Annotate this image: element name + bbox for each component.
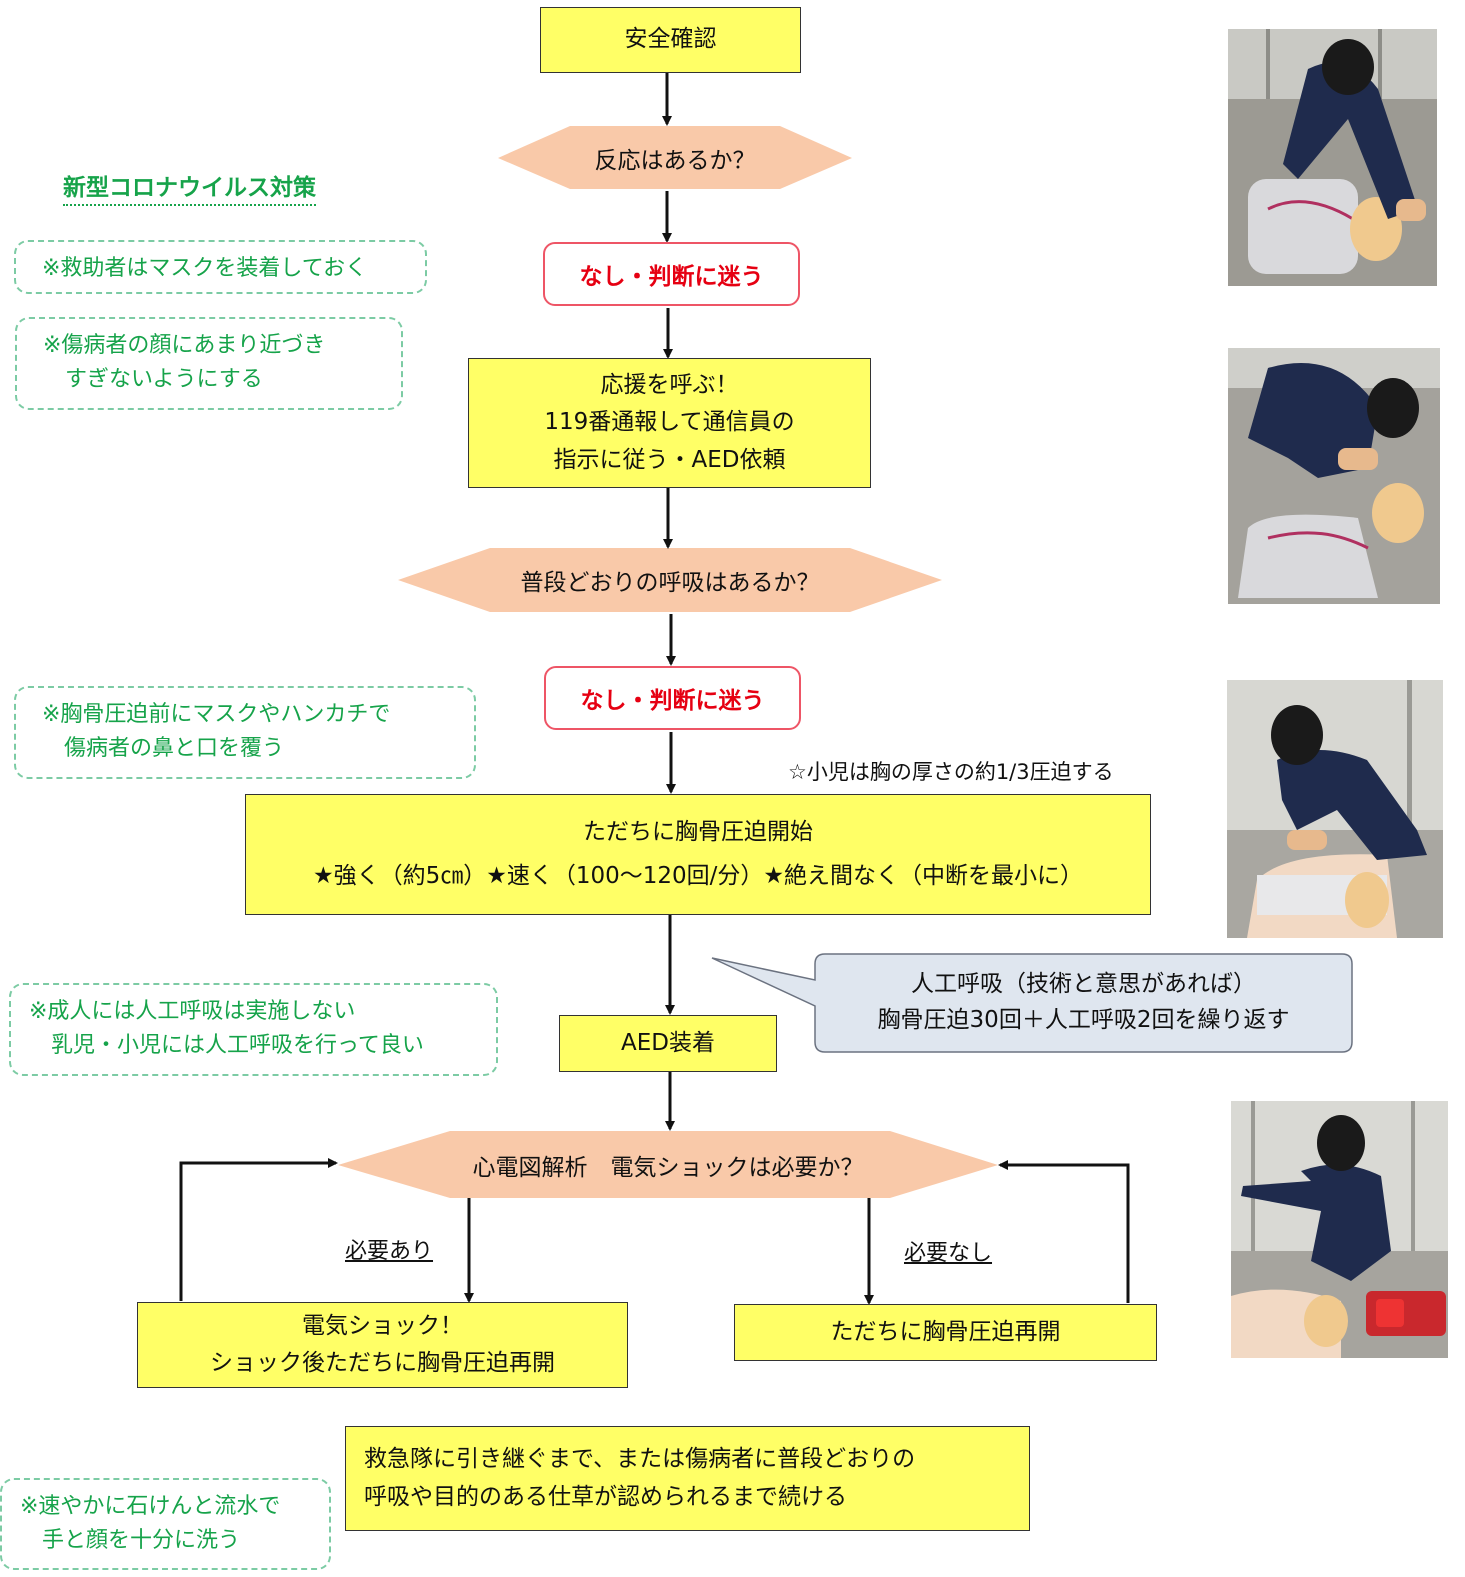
- note2-line2: すぎないようにする: [43, 367, 263, 393]
- call-help-line2: 119番通報して通信員の: [544, 409, 795, 436]
- label-need-yes: 必要あり: [345, 1239, 434, 1264]
- loop-right: [998, 1160, 1130, 1303]
- box-none-1: なし・判断に迷う: [543, 242, 800, 306]
- note2-line1: ※傷病者の顔にあまり近づき: [43, 333, 326, 358]
- box-safety-check: 安全確認: [540, 7, 801, 73]
- aed-label: AED装着: [621, 1029, 715, 1056]
- note5-line1: ※速やかに石けんと流水で: [20, 1494, 281, 1519]
- compression-detail: ★強く（約5㎝）★速く（100～120回/分）★絶え間なく（中断を最小に）: [312, 862, 1084, 889]
- note1-text: ※救助者はマスクを装着しておく: [42, 256, 368, 281]
- covid-note-cover: ※胸骨圧迫前にマスクやハンカチで 傷病者の鼻と口を覆う: [14, 686, 476, 779]
- loop-left: [179, 1158, 338, 1301]
- diamond-breathing: [398, 548, 942, 612]
- callout-line1: 人工呼吸（技術と意思があれば）: [911, 971, 1256, 998]
- box-shock: 電気ショック！ ショック後ただちに胸骨圧迫再開: [137, 1302, 628, 1388]
- covid-note-wash: ※速やかに石けんと流水で 手と顔を十分に洗う: [0, 1478, 331, 1570]
- box-resume: ただちに胸骨圧迫再開: [734, 1304, 1157, 1361]
- note3-line1: ※胸骨圧迫前にマスクやハンカチで: [42, 702, 391, 727]
- box-compression: ただちに胸骨圧迫開始 ★強く（約5㎝）★速く（100～120回/分）★絶え間なく…: [245, 794, 1151, 915]
- safety-label: 安全確認: [624, 26, 717, 53]
- shock-line1: 電気ショック！: [302, 1312, 463, 1339]
- callout-line2: 胸骨圧迫30回＋人工呼吸2回を繰り返す: [877, 1007, 1290, 1033]
- box-continue: 救急隊に引き継ぐまで、または傷病者に普段どおりの 呼吸や目的のある仕草が認められ…: [345, 1426, 1030, 1531]
- box-call-help: 応援を呼ぶ！ 119番通報して通信員の 指示に従う・AED依頼: [468, 358, 871, 488]
- covid-title: 新型コロナウイルス対策: [63, 168, 316, 206]
- shock-line2: ショック後ただちに胸骨圧迫再開: [210, 1350, 555, 1376]
- diamond-response: [498, 126, 852, 189]
- compression-title: ただちに胸骨圧迫開始: [583, 818, 813, 845]
- note4-line1: ※成人には人工呼吸は実施しない: [29, 999, 356, 1024]
- continue-line2: 呼吸や目的のある仕草が認められるまで続ける: [364, 1483, 847, 1510]
- box-aed: AED装着: [559, 1015, 777, 1072]
- covid-note-mask: ※救助者はマスクを装着しておく: [14, 240, 427, 294]
- photo-check-response: [1228, 29, 1437, 286]
- none2-label: なし・判断に迷う: [580, 688, 765, 714]
- covid-note-distance: ※傷病者の顔にあまり近づき すぎないようにする: [15, 317, 403, 410]
- q-breathing: 普段どおりの呼吸はあるか？: [520, 570, 820, 596]
- note4-line2: 乳児・小児には人工呼吸を行って良い: [29, 1033, 424, 1059]
- resume-label: ただちに胸骨圧迫再開: [830, 1318, 1061, 1345]
- q-response: 反応はあるか？: [594, 147, 756, 174]
- call-help-line3: 指示に従う・AED依頼: [553, 446, 786, 473]
- note3-line2: 傷病者の鼻と口を覆う: [42, 736, 285, 762]
- q-ecg: 心電図解析 電気ショックは必要か？: [472, 1154, 864, 1181]
- callout-rescue-breathing: 人工呼吸（技術と意思があれば） 胸骨圧迫30回＋人工呼吸2回を繰り返す: [815, 954, 1352, 1052]
- photo-aed: [1231, 1101, 1448, 1358]
- label-need-no: 必要なし: [904, 1241, 993, 1266]
- photo-call-help: [1228, 348, 1440, 604]
- child-compression-note: ☆小児は胸の厚さの約1/3圧迫する: [788, 760, 1114, 784]
- note5-line2: 手と顔を十分に洗う: [20, 1528, 241, 1554]
- photo-chest-compression: [1227, 680, 1443, 938]
- box-none-2: なし・判断に迷う: [544, 666, 801, 730]
- diamond-ecg: [338, 1131, 998, 1198]
- continue-line1: 救急隊に引き継ぐまで、または傷病者に普段どおりの: [364, 1446, 916, 1473]
- covid-note-breathing: ※成人には人工呼吸は実施しない 乳児・小児には人工呼吸を行って良い: [9, 983, 498, 1076]
- none1-label: なし・判断に迷う: [579, 264, 764, 290]
- callout-bubble: [711, 953, 1353, 1053]
- call-help-line1: 応援を呼ぶ！: [600, 372, 739, 399]
